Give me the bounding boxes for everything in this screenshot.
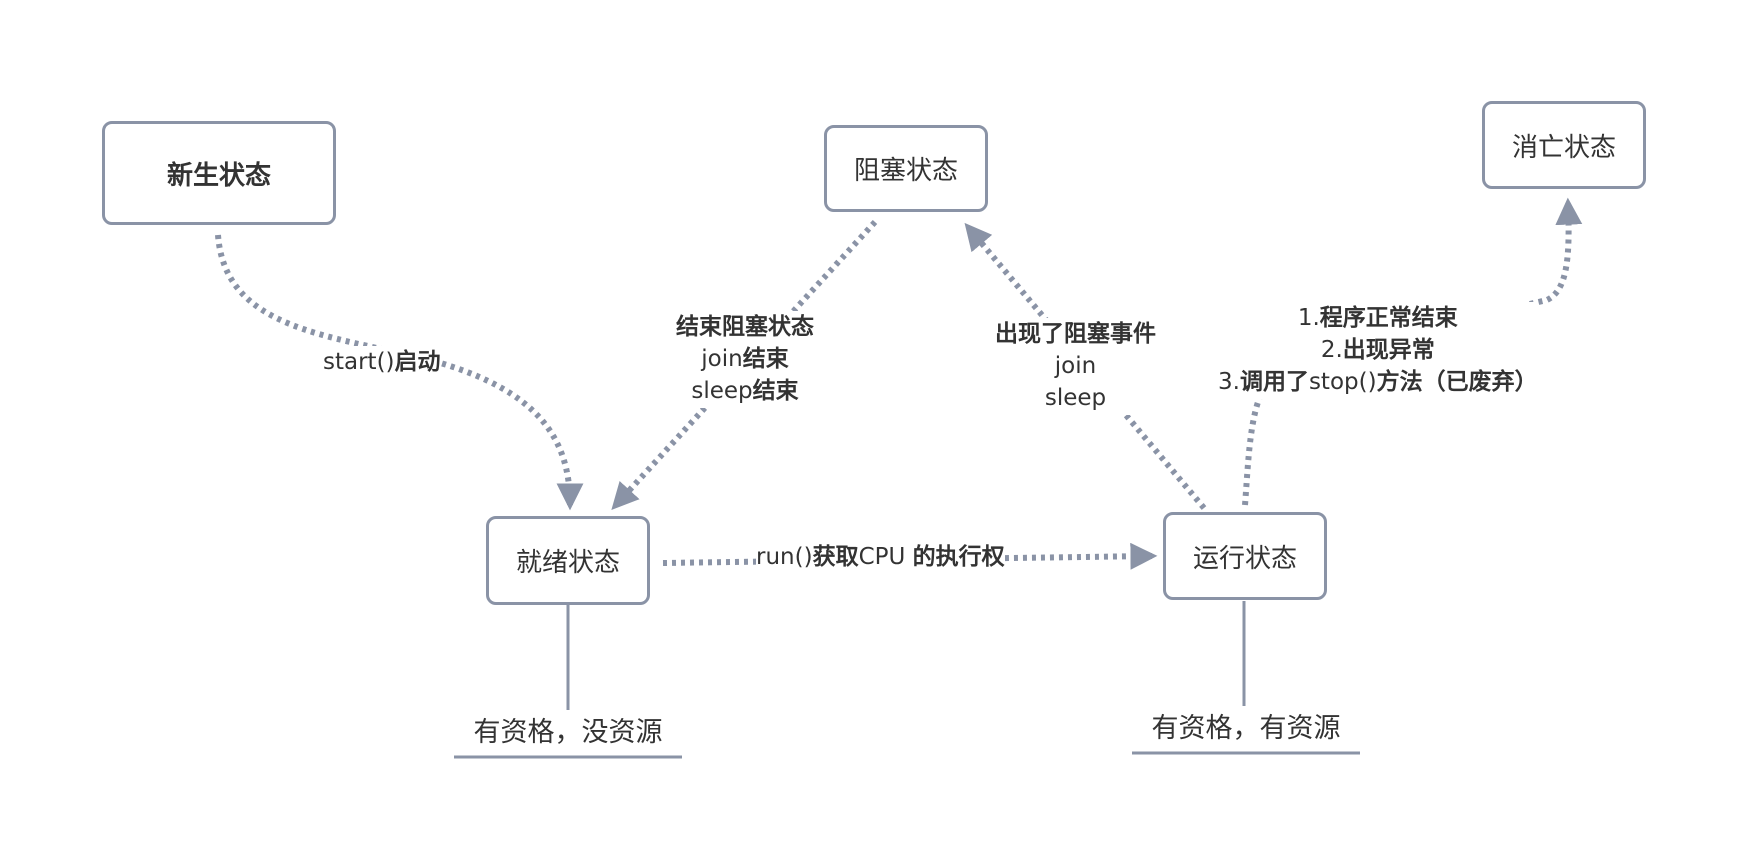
node-ready: 就绪状态 bbox=[486, 516, 650, 605]
label-block-line3: sleep bbox=[1044, 385, 1107, 412]
label-block-line2: join bbox=[1054, 353, 1097, 380]
label-block: 出现了阻塞事件 join sleep bbox=[995, 318, 1156, 415]
label-unblock-line3: sleep结束 bbox=[691, 378, 799, 405]
label-death-line1: 1.程序正常结束 bbox=[1297, 305, 1458, 331]
label-start-method: start() bbox=[323, 349, 395, 375]
note-ready: 有资格，没资源 bbox=[473, 717, 663, 748]
node-new: 新生状态 bbox=[102, 121, 336, 225]
label-unblock-line1: 结束阻塞状态 bbox=[676, 314, 814, 340]
label-death-line2: 2.出现异常 bbox=[1320, 337, 1435, 364]
label-death-line3: 3.调用了stop()方法（已废弃） bbox=[1218, 369, 1538, 396]
label-start-word: 启动 bbox=[394, 349, 441, 375]
label-run: run()获取CPU 的执行权 bbox=[756, 541, 1005, 574]
label-unblock-line2: join结束 bbox=[701, 346, 789, 373]
edge-new-to-ready bbox=[215, 234, 584, 511]
node-blocked: 阻塞状态 bbox=[824, 125, 988, 212]
node-dead: 消亡状态 bbox=[1482, 101, 1646, 189]
note-running: 有资格，有资源 bbox=[1151, 713, 1341, 744]
node-running: 运行状态 bbox=[1163, 512, 1327, 600]
label-start: start()启动 bbox=[323, 346, 441, 379]
label-death: 1.程序正常结束 2.出现异常 3.调用了stop()方法（已废弃） bbox=[1218, 302, 1538, 399]
label-unblock: 结束阻塞状态 join结束 sleep结束 bbox=[676, 311, 814, 408]
label-block-line1: 出现了阻塞事件 bbox=[995, 321, 1156, 347]
